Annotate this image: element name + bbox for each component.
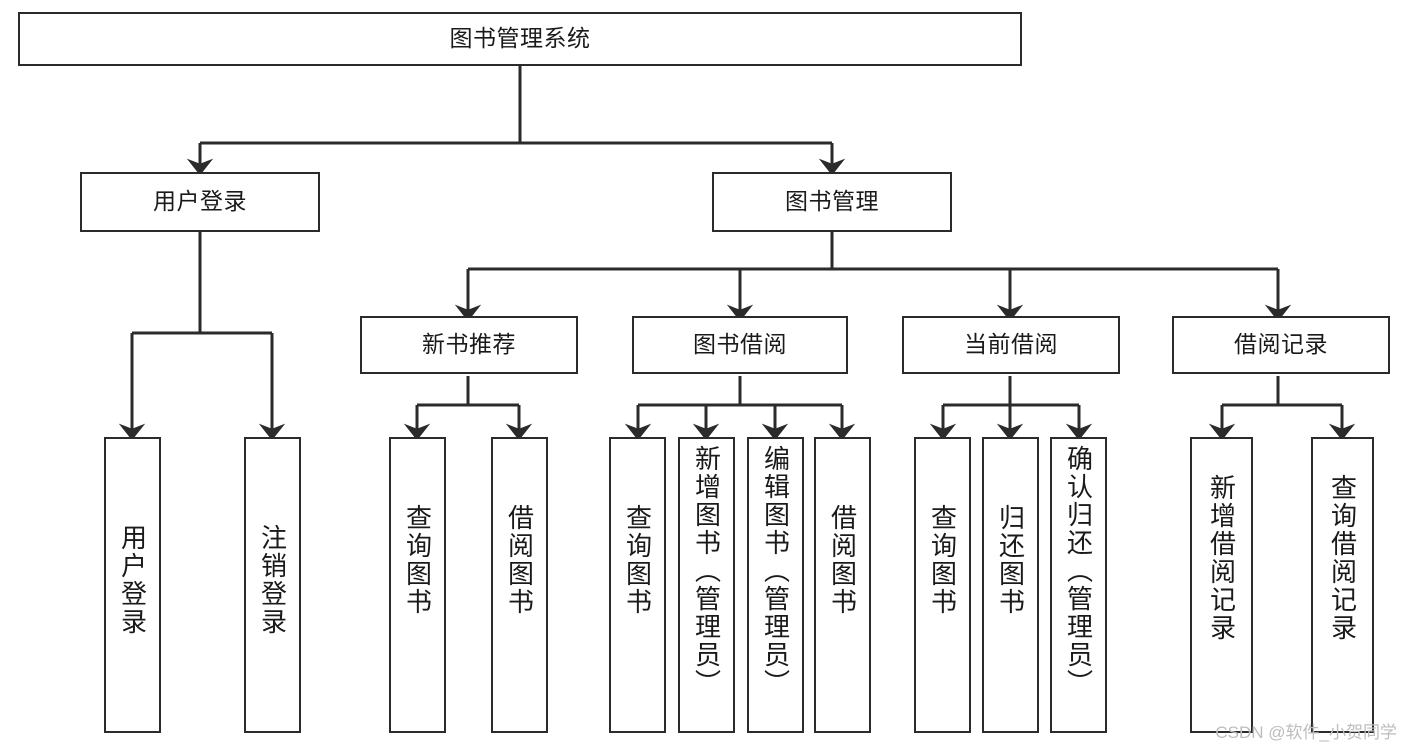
watermark: CSDN @软件_小贺同学: [1215, 723, 1397, 742]
node-label: 借阅图书: [827, 504, 858, 616]
node-label: 新增图书（管理员）: [691, 445, 722, 697]
node-user-login[interactable]: 用户登录: [80, 172, 320, 232]
leaf-logout[interactable]: 注销登录: [244, 437, 301, 733]
node-label: 用户登录: [153, 188, 247, 215]
node-label: 查询图书: [622, 504, 653, 616]
leaf-book-borrow-borrow-book[interactable]: 借阅图书: [814, 437, 871, 733]
node-book-management[interactable]: 图书管理: [712, 172, 952, 232]
leaf-current-borrow-return-book[interactable]: 归还图书: [982, 437, 1039, 733]
leaf-current-borrow-query-book[interactable]: 查询图书: [914, 437, 971, 733]
node-label: 借阅记录: [1234, 331, 1328, 358]
node-label: 查询图书: [927, 504, 958, 616]
node-label: 查询借阅记录: [1327, 474, 1358, 642]
node-book-borrow[interactable]: 图书借阅: [632, 316, 848, 374]
node-label: 用户登录: [117, 524, 148, 636]
node-label: 图书管理: [785, 188, 879, 215]
leaf-book-borrow-query-book[interactable]: 查询图书: [609, 437, 666, 733]
leaf-borrow-record-add-record[interactable]: 新增借阅记录: [1190, 437, 1253, 733]
leaf-new-book-query-book[interactable]: 查询图书: [389, 437, 446, 733]
node-label: 借阅图书: [504, 504, 535, 616]
node-label: 编辑图书（管理员）: [760, 445, 791, 697]
leaf-book-borrow-edit-book-admin[interactable]: 编辑图书（管理员）: [747, 437, 804, 733]
node-label: 图书管理系统: [449, 25, 591, 52]
leaf-user-login[interactable]: 用户登录: [104, 437, 161, 733]
node-label: 图书借阅: [693, 331, 787, 358]
leaf-borrow-record-query-record[interactable]: 查询借阅记录: [1311, 437, 1374, 733]
node-label: 新书推荐: [422, 331, 516, 358]
node-label: 新增借阅记录: [1206, 474, 1237, 642]
node-label: 确认归还（管理员）: [1063, 445, 1094, 697]
node-root-system[interactable]: 图书管理系统: [18, 12, 1022, 66]
node-current-borrow[interactable]: 当前借阅: [902, 316, 1120, 374]
node-label: 查询图书: [402, 504, 433, 616]
leaf-current-borrow-confirm-return-admin[interactable]: 确认归还（管理员）: [1050, 437, 1107, 733]
node-label: 当前借阅: [964, 331, 1058, 358]
node-borrow-record[interactable]: 借阅记录: [1172, 316, 1390, 374]
node-label: 归还图书: [995, 504, 1026, 616]
leaf-new-book-borrow-book[interactable]: 借阅图书: [491, 437, 548, 733]
leaf-book-borrow-add-book-admin[interactable]: 新增图书（管理员）: [678, 437, 735, 733]
node-new-book-recommend[interactable]: 新书推荐: [360, 316, 578, 374]
node-label: 注销登录: [257, 524, 288, 636]
